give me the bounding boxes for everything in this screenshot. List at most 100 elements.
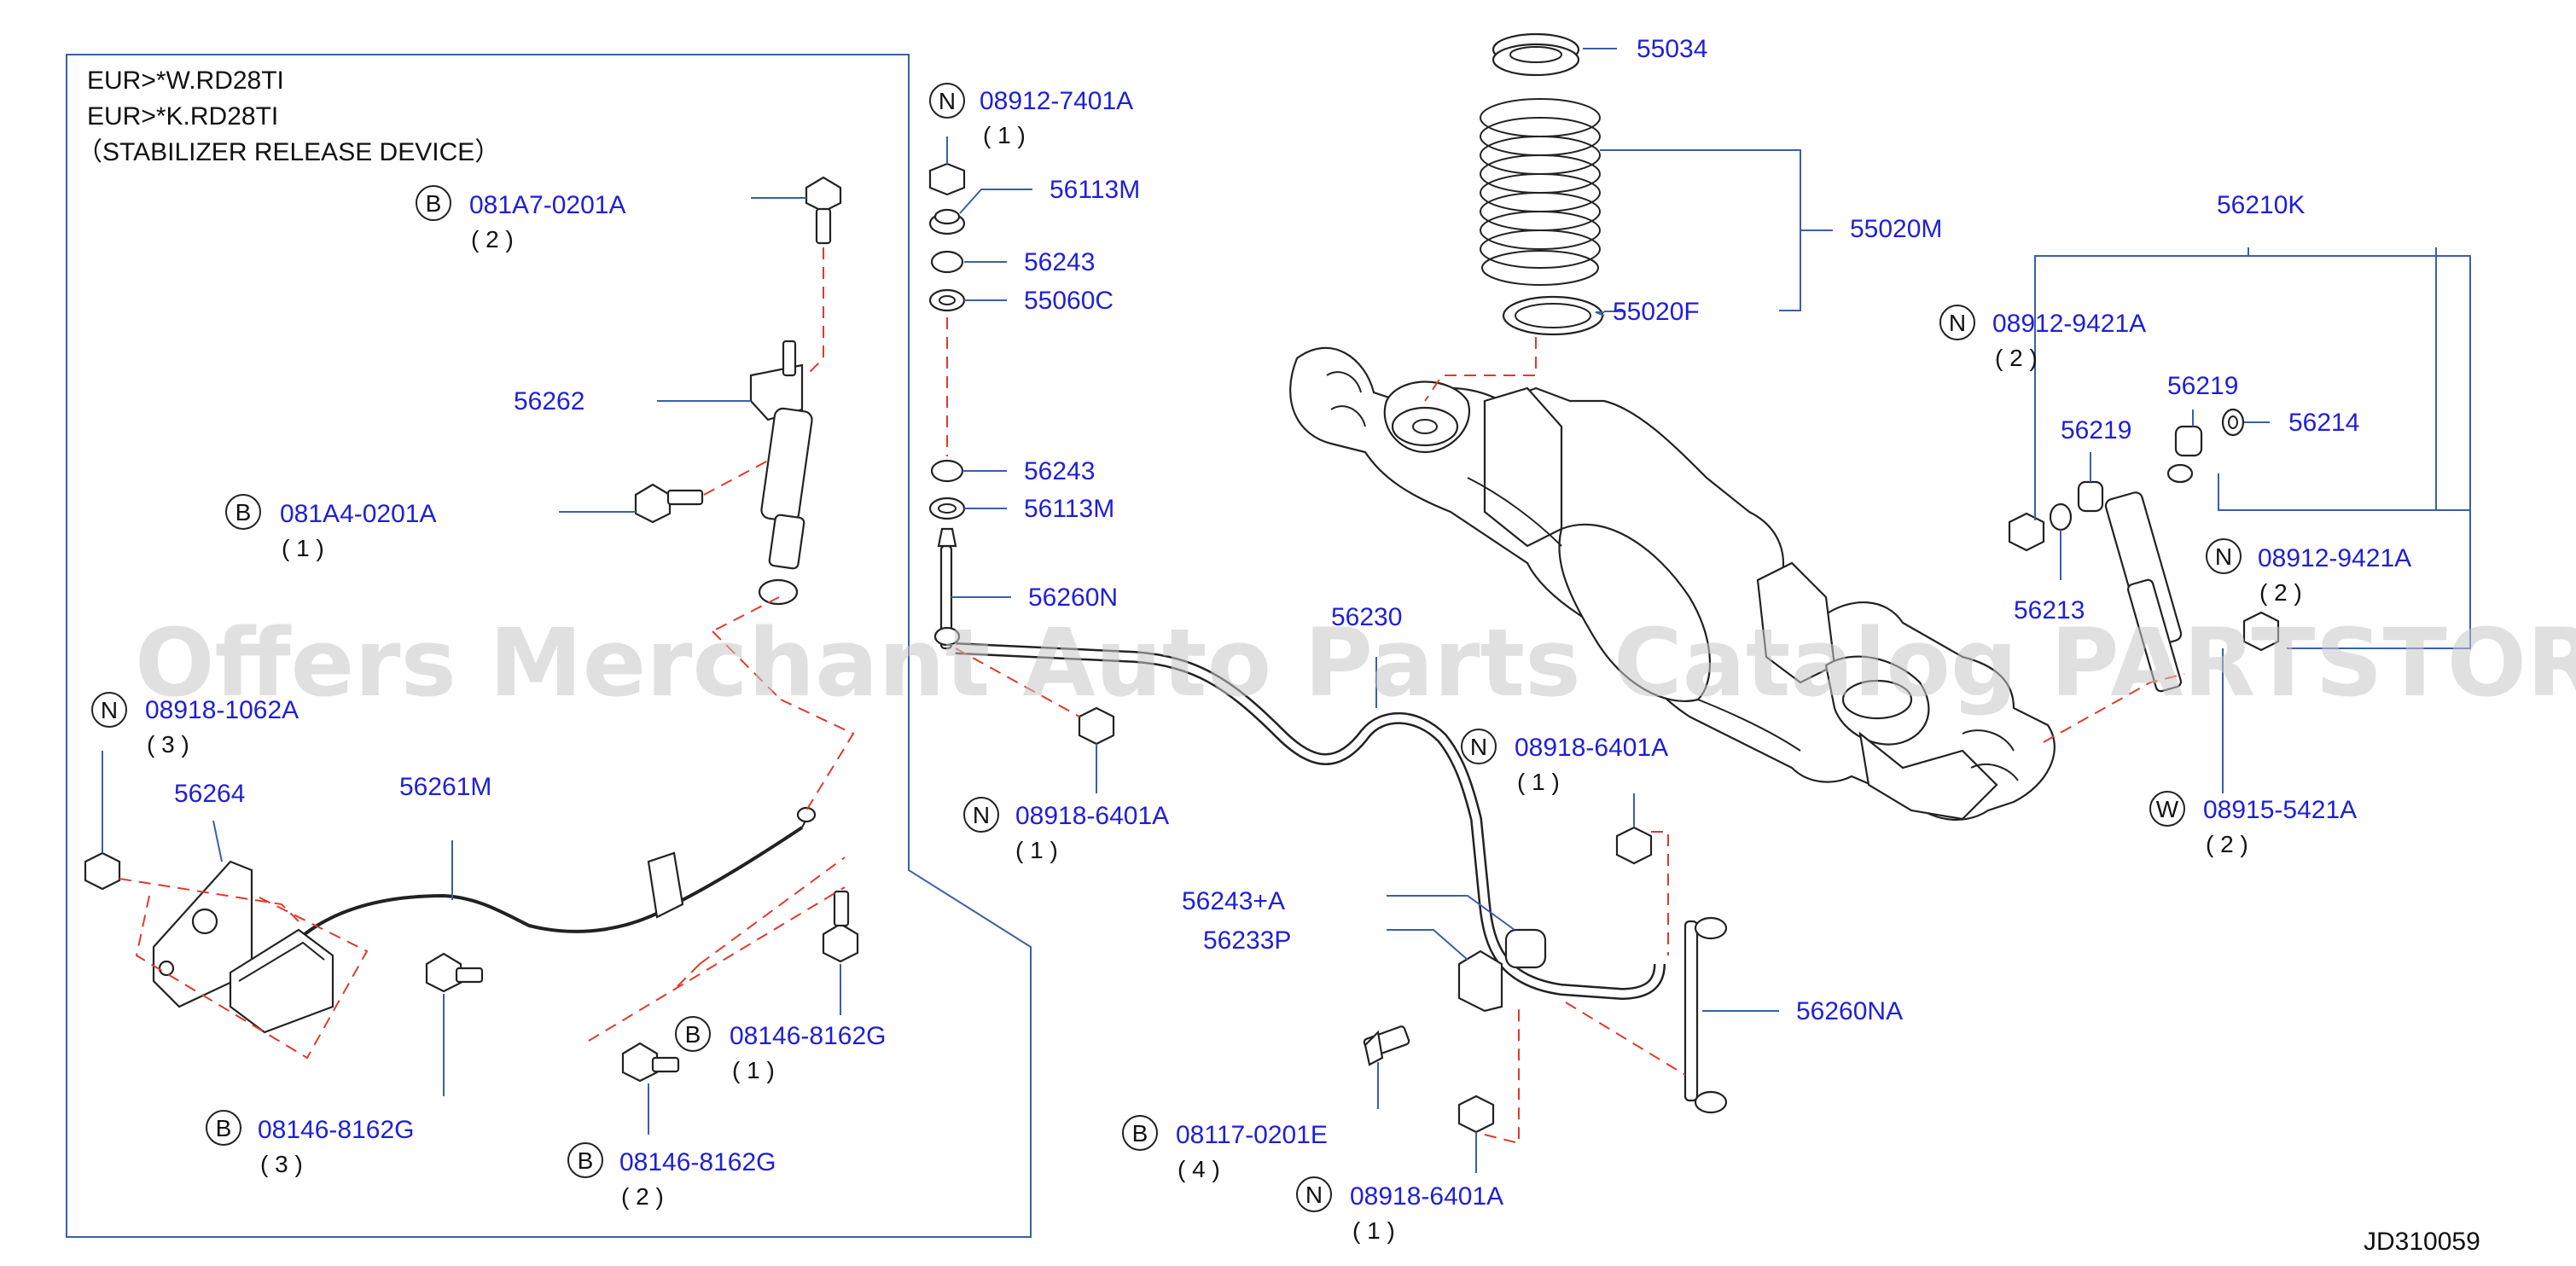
callout-code-c1: 08912-7401A	[980, 87, 1133, 115]
spring-seat-lower[interactable]	[1502, 295, 1604, 336]
control-module[interactable]	[229, 928, 334, 1034]
callout-marker-c13	[1122, 1115, 1158, 1151]
bolt-081A4[interactable]	[634, 483, 704, 524]
callout-marker-c10	[675, 1016, 711, 1052]
dash-lower-nut	[1484, 1007, 1520, 1145]
dash-bar-link	[1565, 1002, 1686, 1076]
bolt-08146-b[interactable]	[621, 1042, 680, 1083]
nut-shock-lower[interactable]	[2242, 611, 2280, 652]
nut-08918-1062A[interactable]	[84, 851, 121, 891]
note-line-1: EUR>*W.RD28TI	[87, 67, 284, 95]
callout-qty-c11: ( 3 )	[260, 1151, 303, 1177]
leader-56243A	[1387, 895, 1515, 931]
bolt-08146-c[interactable]	[822, 890, 859, 963]
dash-shock-axle	[2043, 673, 2185, 743]
nut-08918-left[interactable]	[1078, 706, 1115, 746]
callout-prefix-c11: B	[216, 1115, 232, 1141]
label-55060C: 55060C	[1024, 287, 1114, 315]
callout-code-c10: 08146-8162G	[730, 1022, 887, 1050]
nut-upper-left[interactable]	[2008, 512, 2045, 552]
label-55020F: 55020F	[1613, 298, 1700, 326]
coil-spring[interactable]	[1480, 98, 1601, 286]
callout-marker-c11	[206, 1110, 241, 1146]
watermark: Offers Merchant Auto Parts Catalog PARTS…	[135, 608, 2576, 717]
leader-56264	[212, 820, 223, 862]
callout-code-c8: 08912-9421A	[2258, 544, 2411, 572]
label-55020M: 55020M	[1850, 215, 1942, 243]
washer-56213[interactable]	[2049, 502, 2073, 531]
callout-marker-c14	[1296, 1176, 1332, 1212]
link-56260NA[interactable]	[1683, 916, 1728, 1114]
label-56261M: 56261M	[399, 773, 491, 801]
leader-55020M	[1600, 149, 1833, 311]
rear-axle-housing[interactable]	[1289, 346, 2056, 821]
washer-55060C[interactable]	[928, 288, 966, 312]
nut-08918-lower[interactable]	[1457, 1095, 1495, 1134]
nut-56113M-top[interactable]	[928, 162, 966, 196]
callout-prefix-c13: B	[1132, 1120, 1148, 1147]
bracket-56233P[interactable]	[1457, 950, 1503, 1013]
callout-c7: N 08912-9421A ( 2 )	[1939, 305, 2146, 371]
cable-56261M[interactable]	[288, 806, 817, 949]
label-56243-mid: 56243	[1024, 457, 1095, 485]
callout-qty-c9: ( 2 )	[2206, 831, 2248, 857]
callout-c14: N 08918-6401A ( 1 )	[1296, 1176, 1503, 1244]
bushing-56219-lower[interactable]	[2077, 480, 2104, 513]
callout-marker-c1	[929, 83, 965, 119]
inset-frame	[66, 54, 1032, 1238]
bushing-56113M-top[interactable]	[928, 208, 966, 235]
label-56210K: 56210K	[2217, 191, 2305, 219]
dash-bolts	[588, 857, 846, 1042]
callout-c5: N 08918-6401A ( 1 )	[963, 797, 1169, 863]
callout-marker-c8	[2206, 538, 2242, 574]
bolt-08117[interactable]	[1363, 1025, 1410, 1066]
dash-spring-axle	[1424, 337, 1537, 402]
callout-code-c5: 08918-6401A	[1015, 802, 1169, 830]
callout-qty-c14: ( 1 )	[1352, 1217, 1395, 1244]
label-56219a: 56219	[2167, 372, 2238, 400]
callout-qty-c3: ( 1 )	[282, 535, 324, 561]
callout-marker-c12	[567, 1142, 603, 1178]
bushing-56243-mid[interactable]	[930, 459, 964, 483]
callout-prefix-c7: N	[1949, 310, 1966, 336]
callout-prefix-c5: N	[973, 802, 990, 828]
washer-56214[interactable]	[2221, 408, 2245, 437]
bushing-56243A[interactable]	[1504, 928, 1547, 969]
bushing-56219-upper[interactable]	[2174, 425, 2203, 457]
shock-absorber[interactable]	[2104, 463, 2194, 693]
dash-right-link	[1651, 831, 1669, 955]
callout-marker-c3	[225, 494, 261, 530]
bushing-56113M-mid[interactable]	[928, 497, 966, 520]
note-line-2: EUR>*K.RD28TI	[87, 102, 278, 131]
callout-marker-c9	[2149, 791, 2185, 827]
callout-qty-c2: ( 2 )	[471, 226, 514, 253]
callout-marker-c5	[963, 797, 999, 833]
callout-c2: B 081A7-0201A ( 2 )	[416, 185, 626, 253]
callout-prefix-c8: N	[2215, 543, 2232, 570]
callout-prefix-c6: N	[1470, 734, 1487, 760]
link-56260N[interactable]	[933, 527, 961, 650]
stabilizer-bar[interactable]	[955, 642, 1666, 1001]
actuator-56262[interactable]	[749, 340, 813, 606]
label-56213: 56213	[2014, 596, 2085, 624]
nut-08918-upper-right[interactable]	[1615, 826, 1653, 865]
callout-qty-c4: ( 3 )	[147, 731, 189, 758]
bracket-56264[interactable]	[152, 860, 253, 1008]
label-56260N: 56260N	[1028, 584, 1118, 612]
callout-marker-c7	[1939, 305, 1975, 340]
label-56260NA: 56260NA	[1796, 997, 1903, 1025]
note-line-3: （STABILIZER RELEASE DEVICE）	[77, 138, 500, 166]
spring-seat-upper[interactable]	[1492, 32, 1580, 77]
callout-marker-c2	[416, 185, 451, 221]
bushing-56243-top[interactable]	[930, 250, 964, 274]
label-56230: 56230	[1331, 603, 1402, 631]
leader-56233P	[1387, 929, 1468, 961]
bolt-08146-a[interactable]	[425, 952, 484, 993]
callout-code-c3: 081A4-0201A	[280, 500, 437, 528]
bolt-081A7[interactable]	[805, 176, 842, 245]
callout-code-c7: 08912-9421A	[1992, 310, 2146, 338]
label-56219b: 56219	[2061, 416, 2131, 444]
callout-c6: N 08918-6401A ( 1 )	[1461, 729, 1668, 795]
callout-code-c2: 081A7-0201A	[469, 191, 626, 219]
label-56264: 56264	[174, 780, 245, 808]
